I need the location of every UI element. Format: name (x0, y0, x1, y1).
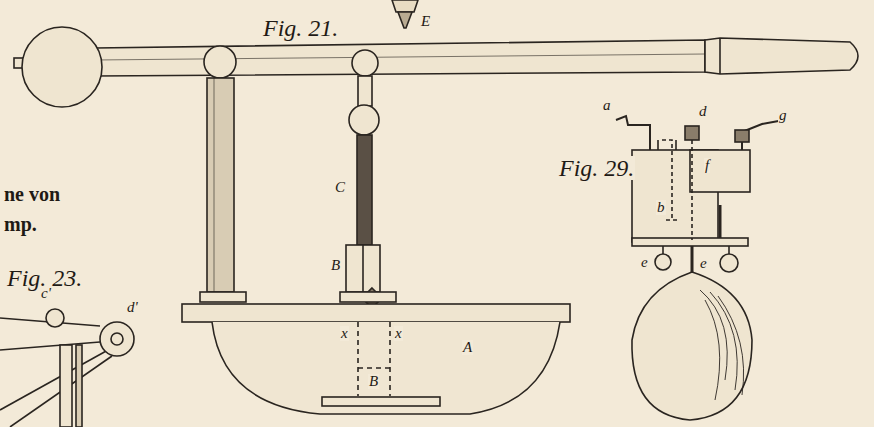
part-letter: B (368, 374, 379, 389)
part-letter: B (330, 258, 341, 273)
part-letter: a (602, 98, 612, 113)
part-letter: C (334, 180, 346, 195)
part-letter: g (778, 108, 788, 123)
part-letter: b (656, 200, 666, 215)
part-letter: e (699, 256, 708, 271)
part-letter: c' (40, 286, 52, 301)
figure-number: Fig. 29. (558, 156, 635, 180)
title-fragment: ne von (3, 184, 61, 204)
title-fragment: mp. (3, 214, 38, 234)
part-letter: x (394, 326, 403, 341)
part-letter: d (698, 104, 708, 119)
fig29-apparatus (616, 116, 784, 420)
part-letter: f (704, 158, 710, 173)
part-letter: A (462, 340, 473, 355)
part-letter: E (420, 14, 431, 29)
part-letter: x (340, 326, 349, 341)
figure-number: Fig. 21. (262, 16, 339, 40)
part-letter: d' (126, 300, 139, 315)
fig23-linkage (0, 309, 134, 427)
part-letter: e (640, 255, 649, 270)
